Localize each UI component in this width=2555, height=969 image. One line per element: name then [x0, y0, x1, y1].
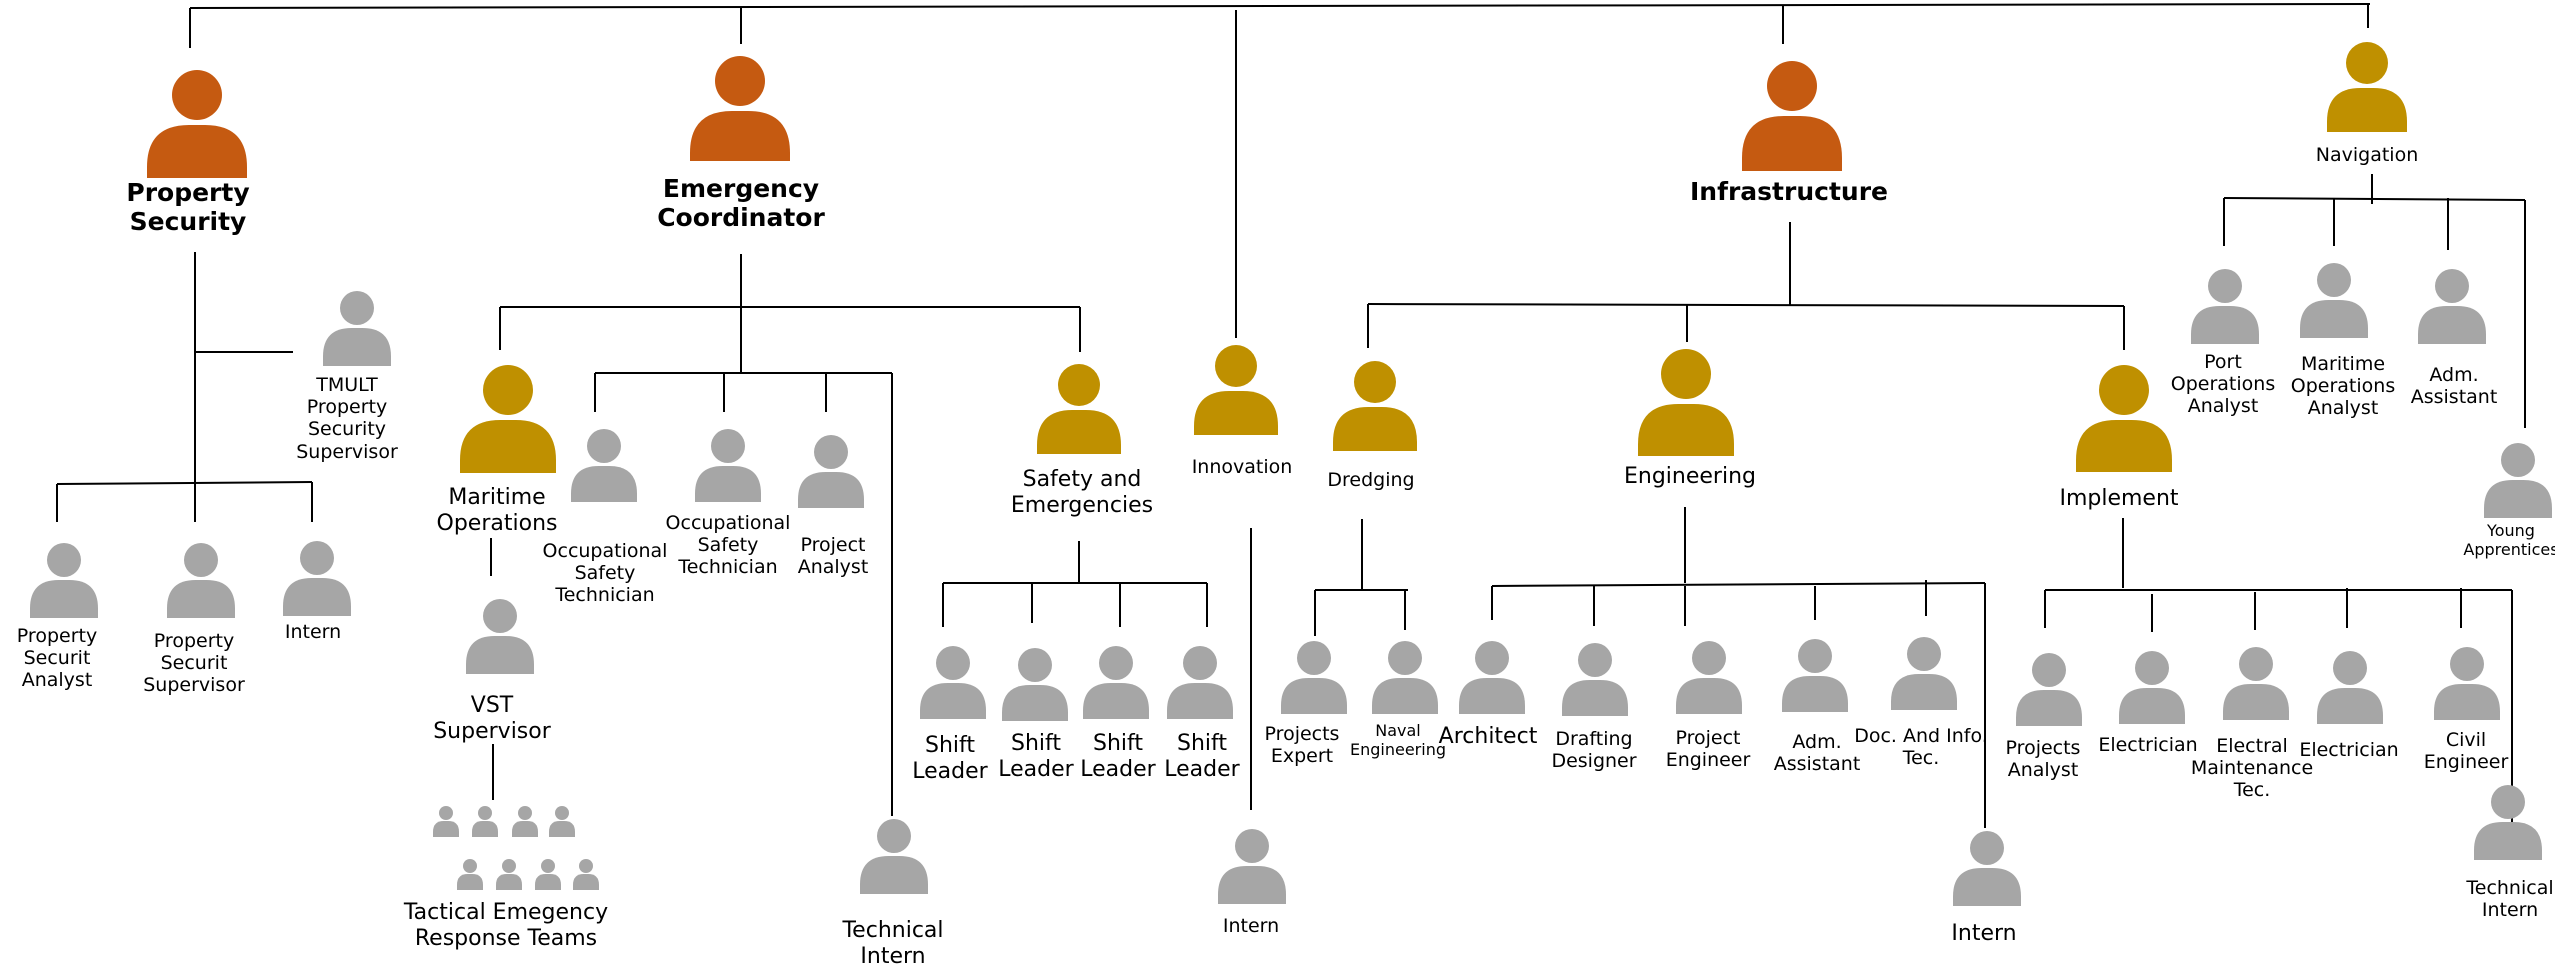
property-securit-analyst-label: Property Securit Analyst	[16, 625, 98, 692]
vst-supervisor-label: VST Supervisor	[433, 693, 551, 744]
property-securit-analyst-icon	[30, 543, 98, 618]
impl-technical-intern-icon	[2474, 785, 2542, 860]
occ-safety-tech-1-label: Occupational Safety Technician	[542, 540, 668, 607]
tactical-team-member-icon	[573, 859, 599, 890]
shift-leader-2-label: Shift Leader	[998, 731, 1074, 782]
dredging-label: Dredging	[1327, 469, 1415, 491]
port-ops-analyst-label: Port Operations Analyst	[2170, 351, 2276, 418]
ps-intern-label: Intern	[284, 621, 342, 643]
tactical-team-member-icon	[457, 859, 483, 890]
property-security-title: Property Security	[126, 178, 250, 237]
safety-emergencies-icon	[1037, 364, 1121, 454]
civil-engineer-icon	[2434, 647, 2500, 720]
project-analyst-label: Project Analyst	[797, 534, 869, 579]
shift-leader-1-icon	[920, 646, 986, 719]
tactical-team-member-icon	[496, 859, 522, 890]
drafting-designer-label: Drafting Designer	[1551, 728, 1637, 773]
projects-expert-icon	[1281, 641, 1347, 714]
maritime-ops-analyst-label: Maritime Operations Analyst	[2290, 353, 2396, 420]
tactical-team-member-icon	[512, 806, 538, 837]
property-securit-supervisor-icon	[167, 543, 235, 618]
electrician-2-icon	[2317, 651, 2383, 724]
property-security-head-icon	[147, 70, 247, 178]
projects-analyst-icon	[2016, 653, 2082, 726]
engineering-icon	[1638, 349, 1734, 456]
safety-emergencies-label: Safety and Emergencies	[1010, 467, 1154, 518]
innovation-intern-label: Intern	[1222, 915, 1280, 937]
engineering-label: Engineering	[1624, 464, 1756, 489]
eng-intern-icon	[1953, 831, 2021, 906]
navigation-head-icon	[2327, 42, 2407, 132]
occ-safety-tech-2-label: Occupational Safety Technician	[665, 512, 791, 579]
occ-safety-tech-2-icon	[695, 429, 761, 502]
shift-leader-4-label: Shift Leader	[1164, 731, 1240, 782]
project-engineer-label: Project Engineer	[1665, 727, 1751, 772]
architect-icon	[1459, 641, 1525, 714]
shift-leader-1-label: Shift Leader	[912, 733, 988, 784]
eng-adm-assistant-icon	[1782, 639, 1848, 712]
electrician-2-label: Electrician	[2299, 739, 2399, 761]
dredging-icon	[1333, 361, 1417, 451]
project-engineer-icon	[1676, 641, 1742, 714]
tactical-team-member-icon	[433, 806, 459, 837]
electral-maintenance-label: Electral Maintenance Tec.	[2190, 735, 2314, 802]
tmult-supervisor-icon	[323, 291, 391, 366]
maritime-operations-icon	[460, 365, 556, 473]
architect-label: Architect	[1438, 724, 1538, 749]
nav-adm-assistant-icon	[2418, 269, 2486, 344]
property-securit-supervisor-label: Property Securit Supervisor	[143, 630, 245, 697]
implement-label: Implement	[2059, 486, 2179, 511]
electral-maintenance-icon	[2223, 647, 2289, 720]
implement-icon	[2076, 365, 2172, 472]
infrastructure-head-icon	[1742, 61, 1842, 171]
tactical-team-member-icon	[549, 806, 575, 837]
naval-engineering-label: Naval Engineering	[1350, 721, 1446, 759]
drafting-designer-icon	[1562, 643, 1628, 716]
shift-leader-2-icon	[1002, 648, 1068, 721]
shift-leader-3-label: Shift Leader	[1080, 731, 1156, 782]
tactical-team-member-icon	[535, 859, 561, 890]
maritime-ops-analyst-icon	[2300, 263, 2368, 338]
navigation-title: Navigation	[2315, 144, 2419, 166]
nav-adm-assistant-label: Adm. Assistant	[2410, 364, 2498, 409]
innovation-title: Innovation	[1191, 456, 1293, 478]
ec-technical-intern-label: Technical Intern	[842, 918, 944, 969]
port-ops-analyst-icon	[2191, 269, 2259, 344]
ec-technical-intern-icon	[860, 819, 928, 894]
doc-info-tec-icon	[1891, 637, 1957, 710]
innovation-icon	[1194, 345, 1278, 435]
project-analyst-icon	[798, 435, 864, 508]
tmult-supervisor-label: TMULT Property Security Supervisor	[296, 374, 398, 463]
vst-supervisor-icon	[466, 599, 534, 674]
eng-adm-assistant-label: Adm. Assistant	[1773, 731, 1861, 776]
projects-analyst-label: Projects Analyst	[2005, 737, 2081, 782]
shift-leader-4-icon	[1167, 646, 1233, 719]
ps-intern-icon	[283, 541, 351, 616]
eng-intern-label: Intern	[1951, 921, 2017, 946]
shift-leader-3-icon	[1083, 646, 1149, 719]
occ-safety-tech-1-icon	[571, 429, 637, 502]
tactical-team-member-icon	[472, 806, 498, 837]
emergency-coordinator-title: Emergency Coordinator	[657, 174, 825, 233]
young-apprentices-label: Young Apprentices	[2463, 521, 2555, 559]
doc-info-tec-label: Doc. And Info. Tec.	[1854, 725, 1988, 770]
civil-engineer-label: Civil Engineer	[2423, 729, 2509, 774]
infrastructure-title: Infrastructure	[1690, 177, 1888, 206]
electrician-1-icon	[2119, 651, 2185, 724]
emergency-coordinator-head-icon	[690, 56, 790, 161]
impl-technical-intern-label: Technical Intern	[2466, 877, 2554, 922]
maritime-operations-label: Maritime Operations	[436, 485, 558, 536]
electrician-1-label: Electrician	[2098, 734, 2198, 756]
naval-engineering-icon	[1372, 641, 1438, 714]
connector-lines	[56, 3, 2526, 828]
tactical-teams-label: Tactical Emegency Response Teams	[403, 900, 609, 951]
projects-expert-label: Projects Expert	[1264, 723, 1340, 768]
innovation-intern-icon	[1218, 829, 1286, 904]
young-apprentices-icon	[2484, 443, 2552, 518]
